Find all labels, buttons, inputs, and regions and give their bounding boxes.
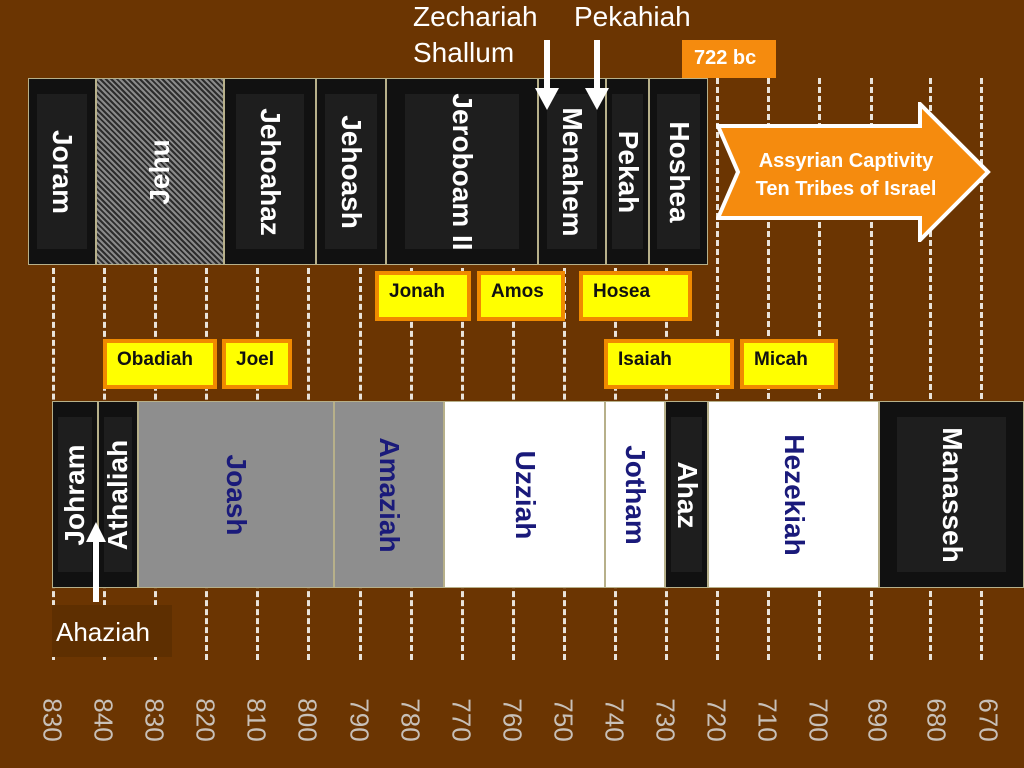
judah-king-block: Ahaz <box>665 401 708 588</box>
israel-king-block: Menahem <box>538 78 606 265</box>
king-name: Amaziah <box>374 436 405 553</box>
israel-king-block: Joram <box>28 78 96 265</box>
year-tick-label: 740 <box>599 698 630 742</box>
year-tick-label: 680 <box>921 698 952 742</box>
israel-king-block: Jehu <box>96 78 224 265</box>
israel-king-block: Hoshea <box>649 78 708 265</box>
year-tick-label: 830 <box>37 698 68 742</box>
year-tick-label: 720 <box>701 698 732 742</box>
king-name: Pekah <box>612 130 644 213</box>
judah-king-block: Joash <box>138 401 334 588</box>
king-name: Jehu <box>144 138 175 205</box>
ahaziah-label: Ahaziah <box>52 605 172 657</box>
down-arrow-icon <box>535 40 559 110</box>
year-tick-label: 690 <box>862 698 893 742</box>
year-gridline <box>929 78 932 660</box>
judah-king-block: Johram <box>52 401 98 588</box>
israel-king-block: Jeroboam II <box>386 78 538 265</box>
year-gridline <box>980 78 983 660</box>
captivity-text: Assyrian Captivity Ten Tribes of Israel <box>735 147 957 203</box>
king-name: Uzziah <box>509 450 541 539</box>
prophet-box: Hosea <box>579 271 692 321</box>
israel-king-block: Jehoahaz <box>224 78 316 265</box>
year-tick-label: 830 <box>139 698 170 742</box>
year-tick-label: 670 <box>973 698 1004 742</box>
king-name: Manasseh <box>936 426 968 563</box>
captivity-arrow-icon <box>716 102 991 242</box>
judah-king-block: Athaliah <box>98 401 138 588</box>
captivity-line2: Ten Tribes of Israel <box>755 178 937 200</box>
year-tick-label: 770 <box>446 698 477 742</box>
israel-king-block: Pekah <box>606 78 649 265</box>
prophet-box: Amos <box>477 271 565 321</box>
prophet-box: Jonah <box>375 271 471 321</box>
year-tick-label: 800 <box>292 698 323 742</box>
prophet-box: Joel <box>222 339 292 389</box>
year-tick-label: 730 <box>650 698 681 742</box>
year-tick-label: 700 <box>803 698 834 742</box>
year-tick-label: 760 <box>497 698 528 742</box>
judah-king-block: Hezekiah <box>708 401 879 588</box>
judah-king-block: Jotham <box>605 401 665 588</box>
prophet-box: Isaiah <box>604 339 734 389</box>
year-gridline <box>870 78 873 660</box>
pekahiah-label: Pekahiah <box>574 1 691 32</box>
year-tick-label: 790 <box>344 698 375 742</box>
up-arrow-icon <box>86 522 106 602</box>
king-name: Joram <box>47 129 78 214</box>
king-name: Jeroboam II <box>447 92 478 251</box>
king-name: Johram <box>59 443 90 546</box>
israel-king-block: Jehoash <box>316 78 386 265</box>
date-flag: 722 bc <box>682 40 776 78</box>
year-tick-label: 750 <box>548 698 579 742</box>
shallum-label: Shallum <box>413 37 515 68</box>
king-name: Jehoahaz <box>255 107 286 236</box>
year-tick-label: 840 <box>88 698 119 742</box>
year-tick-label: 780 <box>395 698 426 742</box>
year-tick-label: 820 <box>190 698 221 742</box>
king-name: Jotham <box>620 444 651 545</box>
judah-king-block: Uzziah <box>444 401 605 588</box>
prophet-box: Micah <box>740 339 838 389</box>
down-arrow-icon <box>585 40 609 110</box>
king-name: Athaliah <box>102 439 133 550</box>
year-tick-label: 810 <box>241 698 272 742</box>
year-tick-label: 710 <box>752 698 783 742</box>
prophet-box: Obadiah <box>103 339 217 389</box>
king-name: Hoshea <box>663 120 695 223</box>
king-name: Hezekiah <box>778 433 810 556</box>
judah-king-block: Manasseh <box>879 401 1024 588</box>
judah-king-block: Amaziah <box>334 401 444 588</box>
zechariah-label: Zechariah <box>413 1 538 32</box>
king-name: Jehoash <box>336 114 367 229</box>
captivity-line1: Assyrian Captivity <box>758 150 934 172</box>
king-name: Menahem <box>557 106 588 237</box>
king-name: Ahaz <box>671 461 703 528</box>
king-name: Joash <box>221 454 252 535</box>
